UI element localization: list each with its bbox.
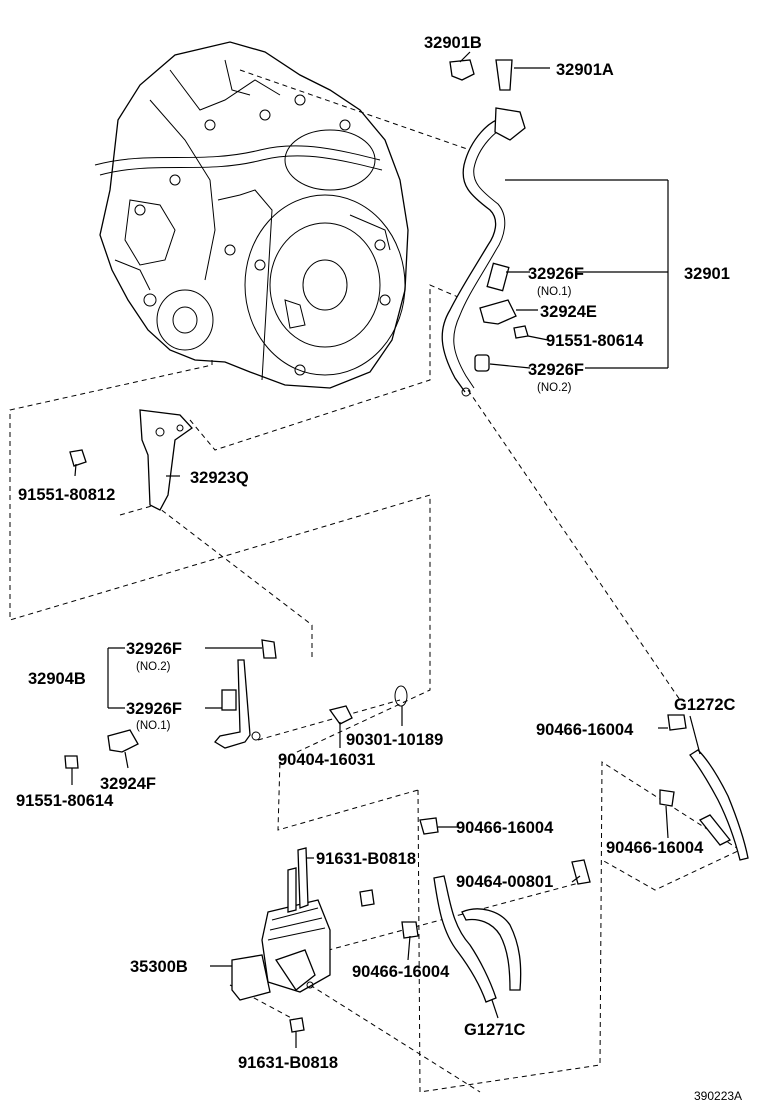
label-91551-80614-mid[interactable]: 91551-80614: [16, 792, 114, 810]
label-90464-00801[interactable]: 90464-00801: [456, 873, 553, 891]
label-32924E[interactable]: 32924E: [540, 303, 597, 321]
hose-G1272C-drawing: [659, 714, 749, 861]
label-32904B[interactable]: 32904B: [28, 670, 86, 688]
label-32901A[interactable]: 32901A: [556, 61, 614, 79]
solenoid-valve-35300B-drawing: [231, 847, 375, 1033]
label-91631-B0818-a[interactable]: 91631-B0818: [316, 850, 416, 868]
label-90466-16004-a[interactable]: 90466-16004: [536, 721, 634, 739]
oil-pipe-32904B-drawing: [64, 639, 408, 769]
label-32923Q[interactable]: 32923Q: [190, 469, 249, 487]
label-G1272C[interactable]: G1272C: [674, 696, 736, 714]
label-32926F-no2-top[interactable]: 32926F: [528, 361, 584, 379]
label-32901[interactable]: 32901: [684, 265, 730, 283]
part-number-labels: 32901B 32901A 32926F (NO.1) 32901 32924E…: [16, 34, 742, 1103]
label-91631-B0818-b[interactable]: 91631-B0818: [238, 1054, 338, 1072]
label-32926F-no2-mid[interactable]: 32926F: [126, 640, 182, 658]
label-90466-16004-c[interactable]: 90466-16004: [456, 819, 554, 837]
label-32901B[interactable]: 32901B: [424, 34, 482, 52]
label-90301-10189[interactable]: 90301-10189: [346, 731, 443, 749]
transaxle-assembly-drawing: [94, 41, 409, 389]
label-leader-lines: [71, 51, 701, 1048]
diagram-code: 390223A: [694, 1089, 742, 1103]
label-90404-16031[interactable]: 90404-16031: [278, 751, 375, 769]
label-32926F-no1-top[interactable]: 32926F: [528, 265, 584, 283]
label-90466-16004-b[interactable]: 90466-16004: [606, 839, 704, 857]
hose-G1271C-drawing: [401, 817, 591, 1003]
label-32926F-no2-mid-sub: (NO.2): [136, 661, 171, 673]
label-32926F-no1-mid[interactable]: 32926F: [126, 700, 182, 718]
label-90466-16004-d[interactable]: 90466-16004: [352, 963, 450, 981]
oil-pipe-32901-drawing: [441, 59, 529, 397]
label-91551-80614-top[interactable]: 91551-80614: [546, 332, 644, 350]
label-32926F-no2-top-sub: (NO.2): [537, 382, 572, 394]
label-32924F[interactable]: 32924F: [100, 775, 156, 793]
label-32926F-no1-mid-sub: (NO.1): [136, 720, 171, 732]
bracket-32923Q-drawing: [69, 409, 193, 511]
label-35300B[interactable]: 35300B: [130, 958, 188, 976]
label-32926F-no1-top-sub: (NO.1): [537, 286, 572, 298]
label-91551-80812[interactable]: 91551-80812: [18, 486, 115, 504]
label-G1271C[interactable]: G1271C: [464, 1021, 526, 1039]
